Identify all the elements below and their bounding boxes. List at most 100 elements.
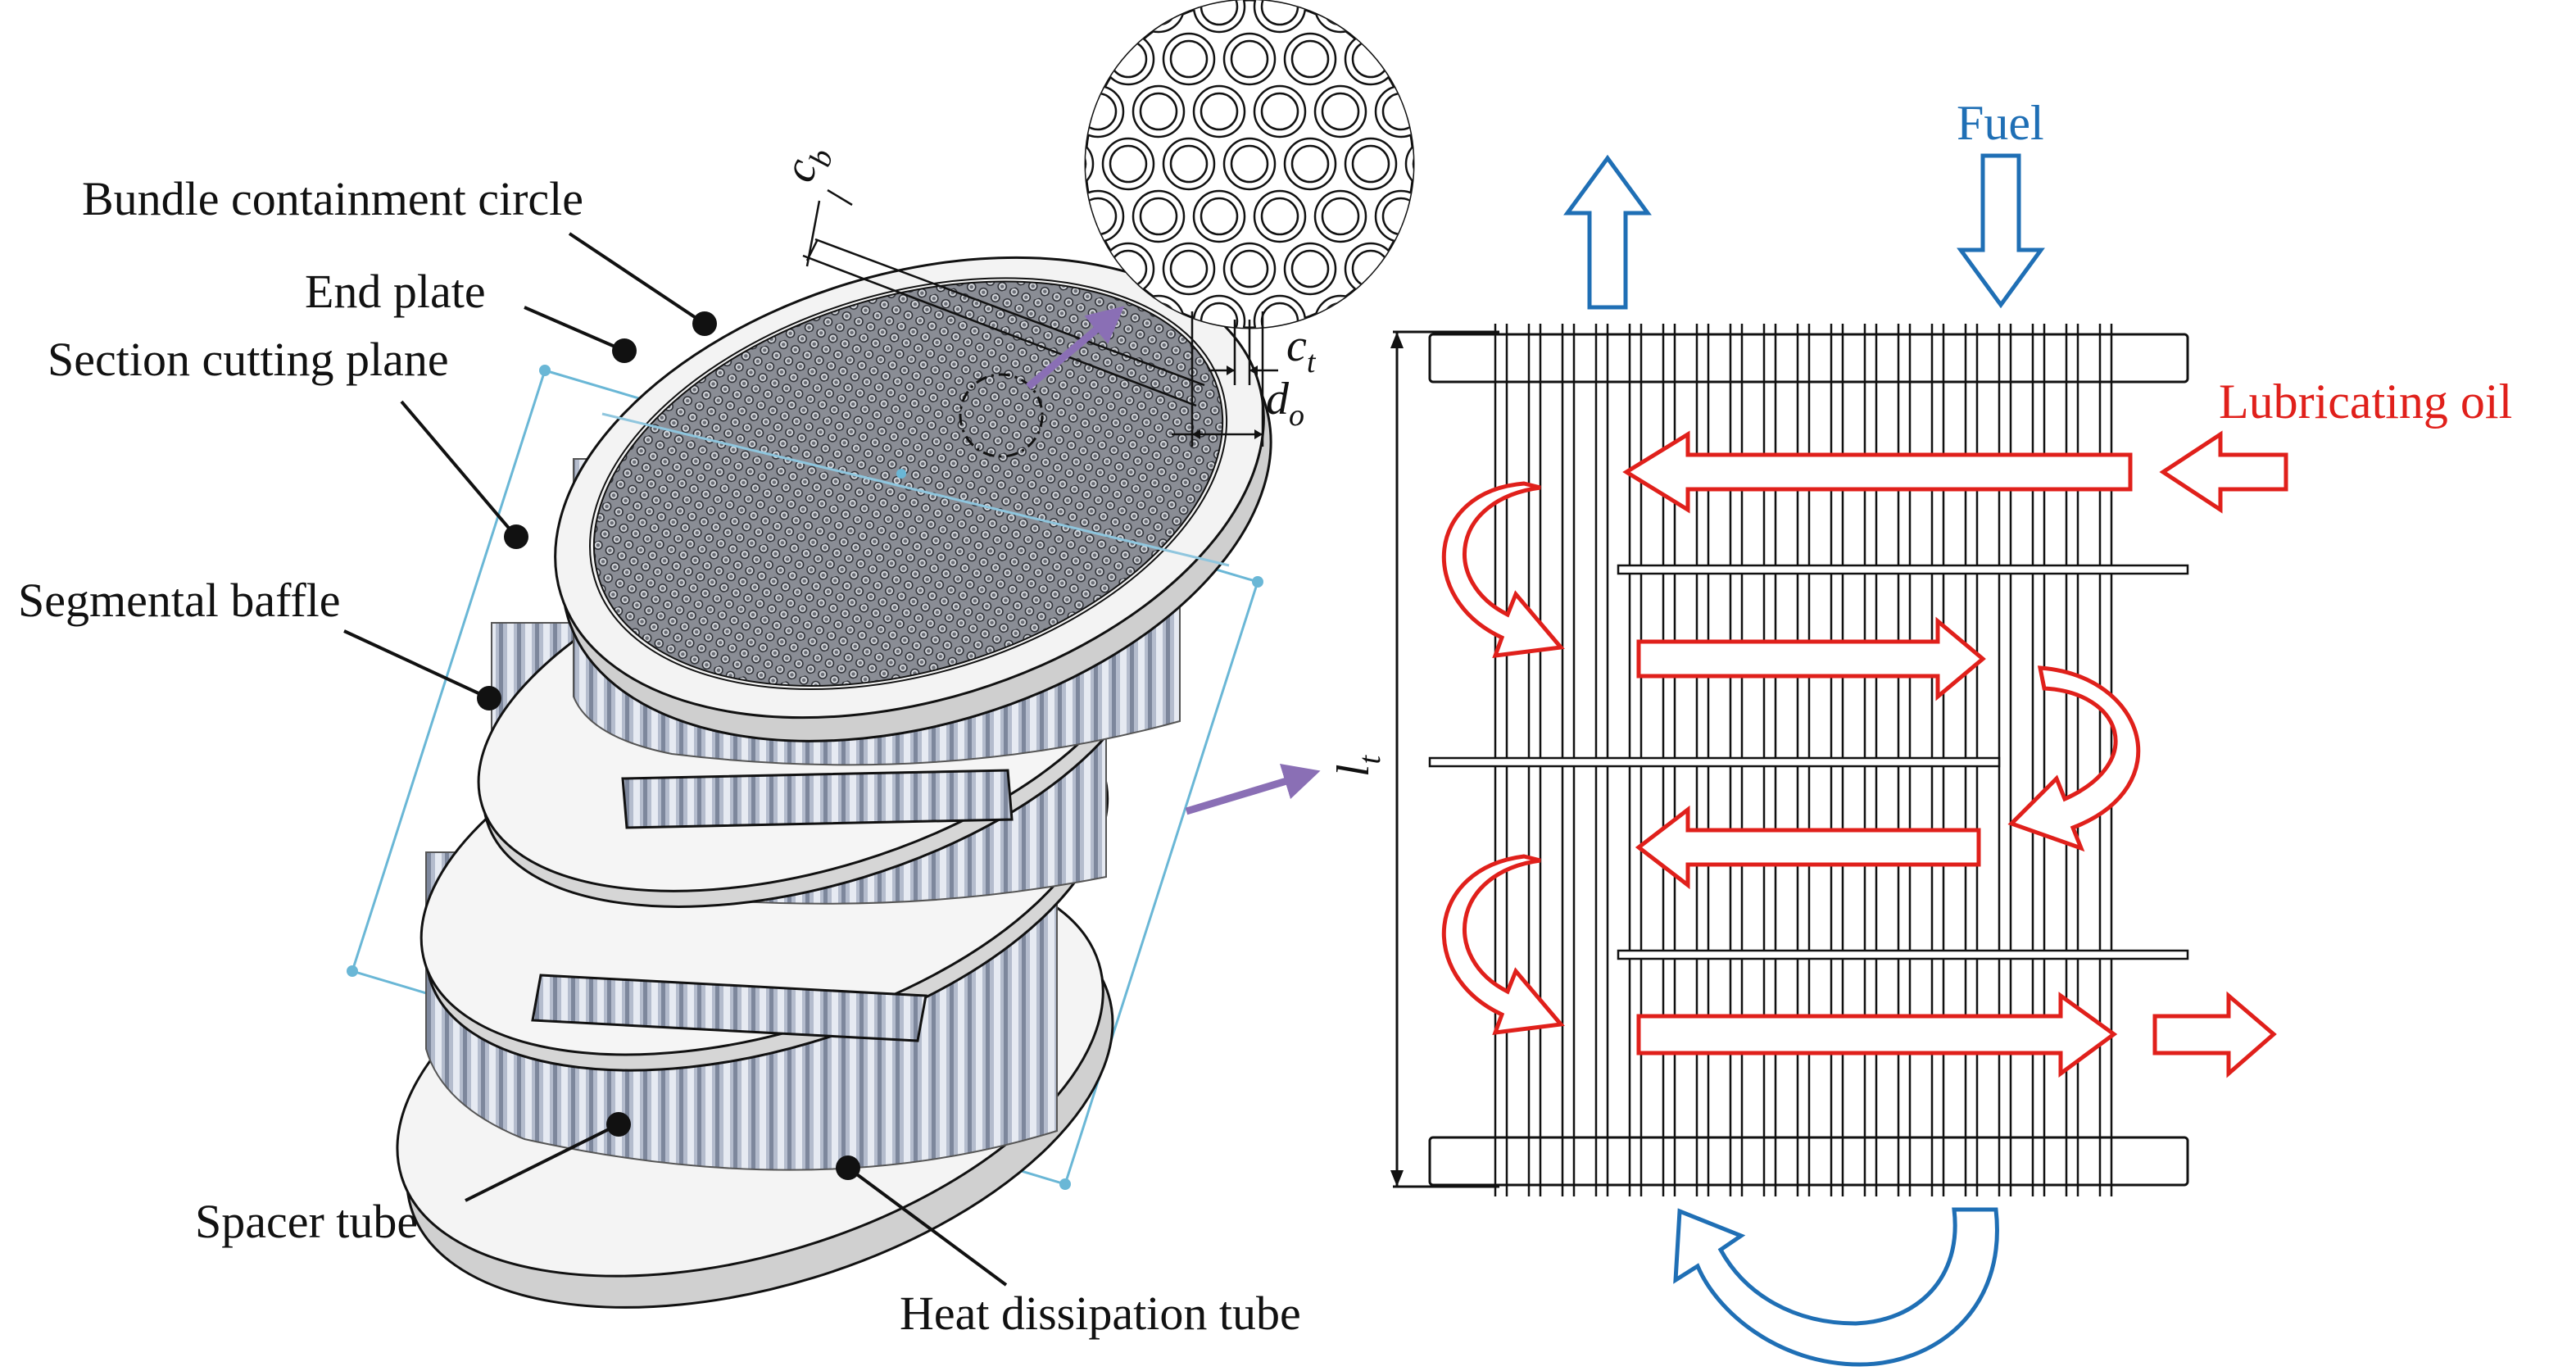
detail-tube-inner <box>1169 249 1209 288</box>
detail-tube-inner <box>1412 144 1413 184</box>
ct-label: ct <box>1286 320 1317 379</box>
detail-tube-inner <box>928 146 964 182</box>
detail-tube-outer <box>1558 0 1608 32</box>
detail-tube-outer <box>951 86 1002 137</box>
fuel-return-arrow <box>1673 1207 1999 1367</box>
detail-tube-inner <box>1169 39 1209 79</box>
detail-tube-inner <box>1444 0 1480 25</box>
detail-tube-outer <box>982 138 1032 189</box>
ct-do-dimension <box>1172 311 1278 447</box>
detail-tube-outer <box>1497 86 1548 137</box>
detail-tube-inner <box>1565 93 1601 129</box>
detail-tube-inner <box>1412 39 1413 79</box>
detail-tube-outer <box>1315 401 1366 452</box>
detail-tube-outer <box>1374 0 1413 34</box>
detail-tube-inner <box>1565 0 1601 25</box>
detail-tube-inner <box>928 41 964 77</box>
detail-tube-inner <box>1504 93 1540 129</box>
cb-label: cb <box>773 138 840 190</box>
detail-tube-outer <box>1313 294 1367 328</box>
oil-turn-2-arrow <box>2007 665 2141 852</box>
detail-tube-inner <box>1321 197 1360 236</box>
detail-tube-inner <box>1290 39 1330 79</box>
oil-pass-3-arrow <box>1635 805 1981 890</box>
tube-bundle-3d <box>347 188 1272 1309</box>
detail-tube-inner <box>1139 197 1178 236</box>
label-spacer-tube: Spacer tube <box>195 1195 418 1248</box>
section-baffles <box>1428 564 2189 960</box>
detail-tube-inner <box>989 146 1025 182</box>
detail-tube-inner <box>1139 92 1178 131</box>
detail-tube-outer <box>1012 86 1063 137</box>
label-bundle-containment-circle: Bundle containment circle <box>82 172 583 225</box>
detail-tube-inner <box>1086 144 1087 184</box>
detail-tube-inner <box>1381 0 1413 26</box>
detail-tube-outer <box>1404 242 1413 296</box>
detail-tube-outer <box>1012 191 1063 242</box>
detail-tube-outer <box>1527 243 1578 294</box>
detail-tube-inner <box>1535 146 1571 182</box>
detail-tube-inner <box>1260 92 1299 131</box>
section-pointer-arrow <box>1185 763 1321 815</box>
oil-outlet-arrow <box>2152 991 2277 1078</box>
detail-tube-inner <box>1200 92 1239 131</box>
lt-dimension <box>1393 330 1499 1188</box>
detail-tube-outer <box>1404 137 1413 191</box>
detail-tube-inner <box>1230 39 1269 79</box>
detail-tube-inner <box>1322 408 1358 444</box>
detail-tube-inner <box>1321 92 1360 131</box>
detail-tube-outer <box>1527 34 1578 84</box>
leader-dots <box>477 311 860 1180</box>
detail-tube-inner <box>1086 0 1118 26</box>
detail-tube-outer <box>1558 86 1608 137</box>
detail-tube-outer <box>1086 137 1095 191</box>
detail-tube-outer <box>1086 32 1095 86</box>
detail-tube-outer <box>951 191 1002 242</box>
oil-turn-1-arrow <box>1441 481 1565 658</box>
label-end-plate: End plate <box>305 265 486 318</box>
detail-tube-outer <box>1527 138 1578 189</box>
detail-tube-inner <box>1381 302 1413 328</box>
label-segmental-baffle: Segmental baffle <box>18 574 341 627</box>
detail-tube-outer <box>1376 401 1426 452</box>
detail-tube-outer <box>1497 0 1548 32</box>
fuel-inlet-arrow <box>1957 153 2045 309</box>
detail-tube-outer <box>1467 34 1517 84</box>
label-fuel: Fuel <box>1957 96 2044 150</box>
detail-tube-inner <box>1290 249 1330 288</box>
oil-inlet-arrow <box>2159 430 2288 514</box>
detail-tube-inner <box>1353 356 1389 392</box>
detail-tube-inner <box>1169 144 1209 184</box>
detail-tube-inner <box>1504 198 1540 234</box>
lt-label: lt <box>1328 755 1387 778</box>
detail-tube-outer <box>1436 401 1487 452</box>
detail-tube-inner <box>959 198 995 234</box>
detail-tube-outer <box>1436 0 1487 32</box>
baffle-window-lower <box>531 974 927 1042</box>
detail-tube-inner <box>1200 197 1239 236</box>
label-lubricating-oil: Lubricating oil <box>2219 375 2512 429</box>
detail-tube-inner <box>1019 198 1055 234</box>
detail-tube-inner <box>1260 197 1299 236</box>
label-heat-dissipation-tube: Heat dissipation tube <box>900 1287 1301 1340</box>
detail-tube-outer <box>1497 191 1548 242</box>
bundle-containment-circle <box>589 277 1228 691</box>
detail-tube-outer <box>1345 348 1396 399</box>
detail-tube-inner <box>1109 144 1148 184</box>
detail-tube-inner <box>1474 146 1510 182</box>
detail-tube-outer <box>921 138 972 189</box>
detail-tube-inner <box>1504 408 1540 444</box>
oil-pass-1-arrow <box>1622 430 2133 514</box>
cb-dimension <box>802 188 1205 407</box>
detail-tube-inner <box>1383 408 1419 444</box>
detail-view-circle <box>959 373 1044 458</box>
detail-tube-inner <box>1230 144 1269 184</box>
detail-tube-inner <box>959 0 995 25</box>
detail-tube-inner <box>959 93 995 129</box>
oil-pass-2-arrow <box>1636 616 1986 701</box>
leader-lines <box>343 232 1008 1287</box>
detail-tube-inner <box>1019 0 1055 25</box>
perforated-tube-sheet <box>592 280 1224 687</box>
oil-pass-4-arrow <box>1636 992 2118 1078</box>
